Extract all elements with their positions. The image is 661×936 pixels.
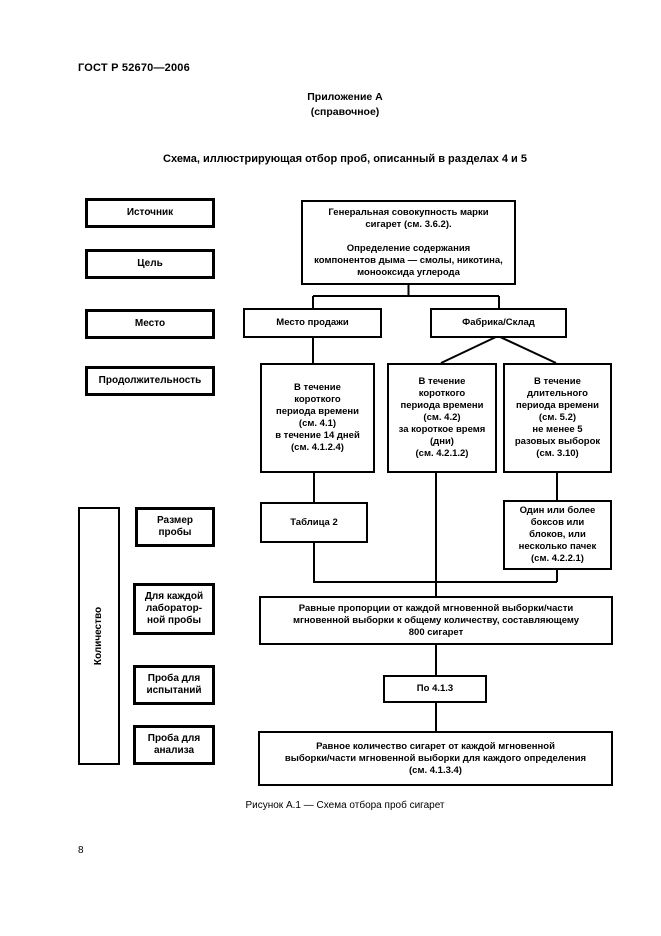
row-label-quantity: Количество [78, 507, 120, 765]
node-table-2: Таблица 2 [260, 502, 368, 543]
appendix-title: Приложение А [307, 91, 383, 103]
node-per-4-1-3: По 4.1.3 [383, 675, 487, 703]
node-factory-warehouse: Фабрика/Склад [430, 308, 567, 338]
quantity-vertical-text: Количество [93, 606, 104, 666]
page-number: 8 [78, 845, 84, 856]
node-equal-proportions: Равные пропорции от каждой мгновенной вы… [259, 596, 613, 645]
row-label-lab-sample: Для каждой лаборатор- ной пробы [133, 583, 215, 635]
node-equal-quantity: Равное количество сигарет от каждой мгно… [258, 731, 613, 786]
node-short-period-4-2: В течение короткого периода времени (см.… [387, 363, 497, 473]
figure-title: Схема, иллюстрирующая отбор проб, описан… [163, 153, 527, 165]
row-label-duration: Продолжительность [85, 366, 215, 396]
row-label-test-sample: Проба для испытаний [133, 665, 215, 705]
node-sale-place: Место продажи [243, 308, 382, 338]
figure-caption: Рисунок А.1 — Схема отбора проб сигарет [245, 800, 445, 811]
node-population: Генеральная совокупность марки сигарет (… [301, 200, 516, 285]
row-label-sample-size: Размер пробы [135, 507, 215, 547]
row-label-analysis-sample: Проба для анализа [133, 725, 215, 765]
node-long-period-5-2: В течение длительного периода времени (с… [503, 363, 612, 473]
row-label-source: Источник [85, 198, 215, 228]
doc-number: ГОСТ Р 52670—2006 [78, 62, 190, 74]
row-label-place: Место [85, 309, 215, 339]
appendix-heading: Приложение А (справочное) [78, 90, 612, 120]
node-boxes-packs: Один или более боксов или блоков, или не… [503, 500, 612, 570]
appendix-note: (справочное) [310, 106, 380, 118]
row-label-goal: Цель [85, 249, 215, 279]
node-short-period-4-1: В течение короткого периода времени (см.… [260, 363, 375, 473]
